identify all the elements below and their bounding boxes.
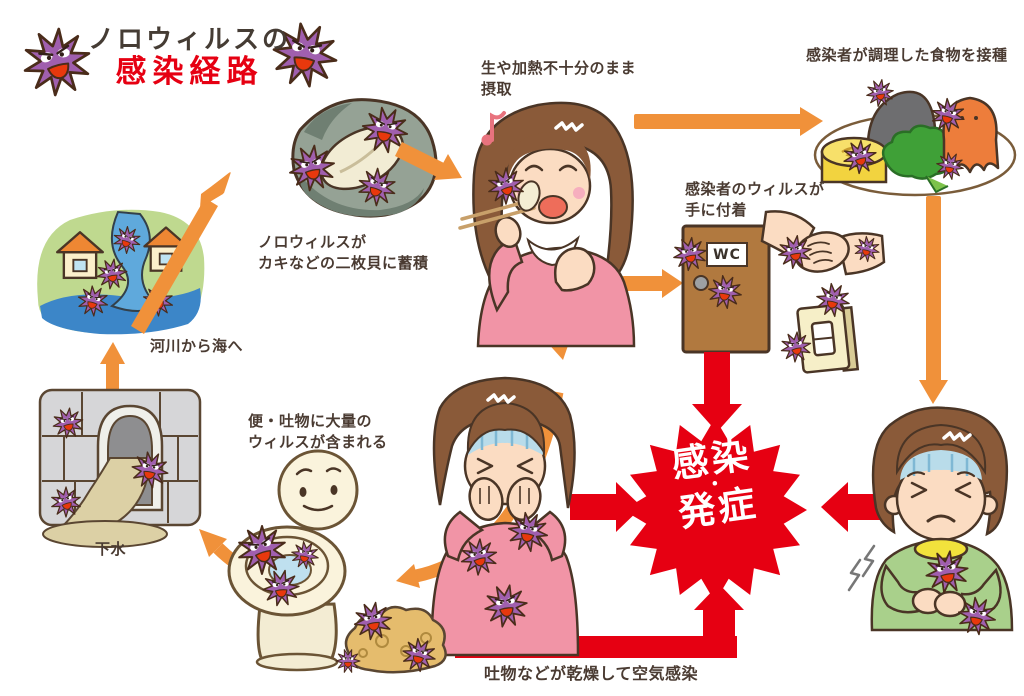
label-airborne: 吐物などが乾燥して空気感染 xyxy=(484,664,699,683)
arrow-plate-to-boy xyxy=(919,196,948,404)
toilet-character xyxy=(227,449,359,672)
left-sleeve xyxy=(443,510,485,562)
pain-marks-icon xyxy=(847,544,876,592)
arrow-wc-to-outbreak xyxy=(692,352,742,432)
food-plate xyxy=(813,77,1017,197)
nauseous-woman xyxy=(430,376,580,657)
outbreak-starburst xyxy=(623,418,807,602)
pale-forehead xyxy=(900,450,982,480)
page-title: ノロウィルスの 感染経路 xyxy=(88,26,291,90)
hand-over-mouth xyxy=(506,477,542,521)
hand-over-mouth xyxy=(468,477,504,521)
tank-face xyxy=(277,449,359,531)
arrow-woman-to-plate xyxy=(634,107,823,136)
hair xyxy=(432,376,576,509)
label-feces-vomit: 便・吐物に大量の ウィルスが含まれる xyxy=(248,412,388,451)
door-knob xyxy=(693,275,709,291)
open-mouth xyxy=(538,195,568,219)
label-cooked-food: 感染者が調理した食物を接種 xyxy=(806,46,1008,64)
oyster xyxy=(284,98,438,218)
arrow-river-to-oyster xyxy=(131,172,231,334)
arrow-oyster-to-woman xyxy=(395,142,462,180)
woman-eating xyxy=(458,101,636,348)
oyster-meat xyxy=(517,180,541,212)
sewage-outlet xyxy=(38,388,202,548)
hand-on-chest xyxy=(554,247,596,292)
waste-puddle xyxy=(42,520,168,548)
handshake xyxy=(760,210,886,276)
label-raw-intake: 生や加熱不十分のまま 摂取 xyxy=(481,59,637,98)
title-line1: ノロウィルスの xyxy=(88,25,292,55)
sick-boy xyxy=(847,406,1014,638)
wc-sign: WC xyxy=(706,242,748,267)
collar xyxy=(913,537,969,561)
light-switch xyxy=(796,303,860,374)
vomit-pile xyxy=(335,599,447,675)
title-line2: 感染経路 xyxy=(115,53,264,90)
label-sewage: 下水 xyxy=(95,540,127,558)
label-river-to-sea: 河川から海へ xyxy=(150,337,244,355)
music-note-icon xyxy=(481,111,506,146)
arrow-woman-to-wc xyxy=(622,269,683,298)
label-hand-contact: 感染者のウィルスが 手に付着 xyxy=(685,180,825,219)
label-oyster: ノロウィルスが カキなどの二枚貝に蓄積 xyxy=(258,233,429,272)
virus-icon xyxy=(15,21,99,103)
